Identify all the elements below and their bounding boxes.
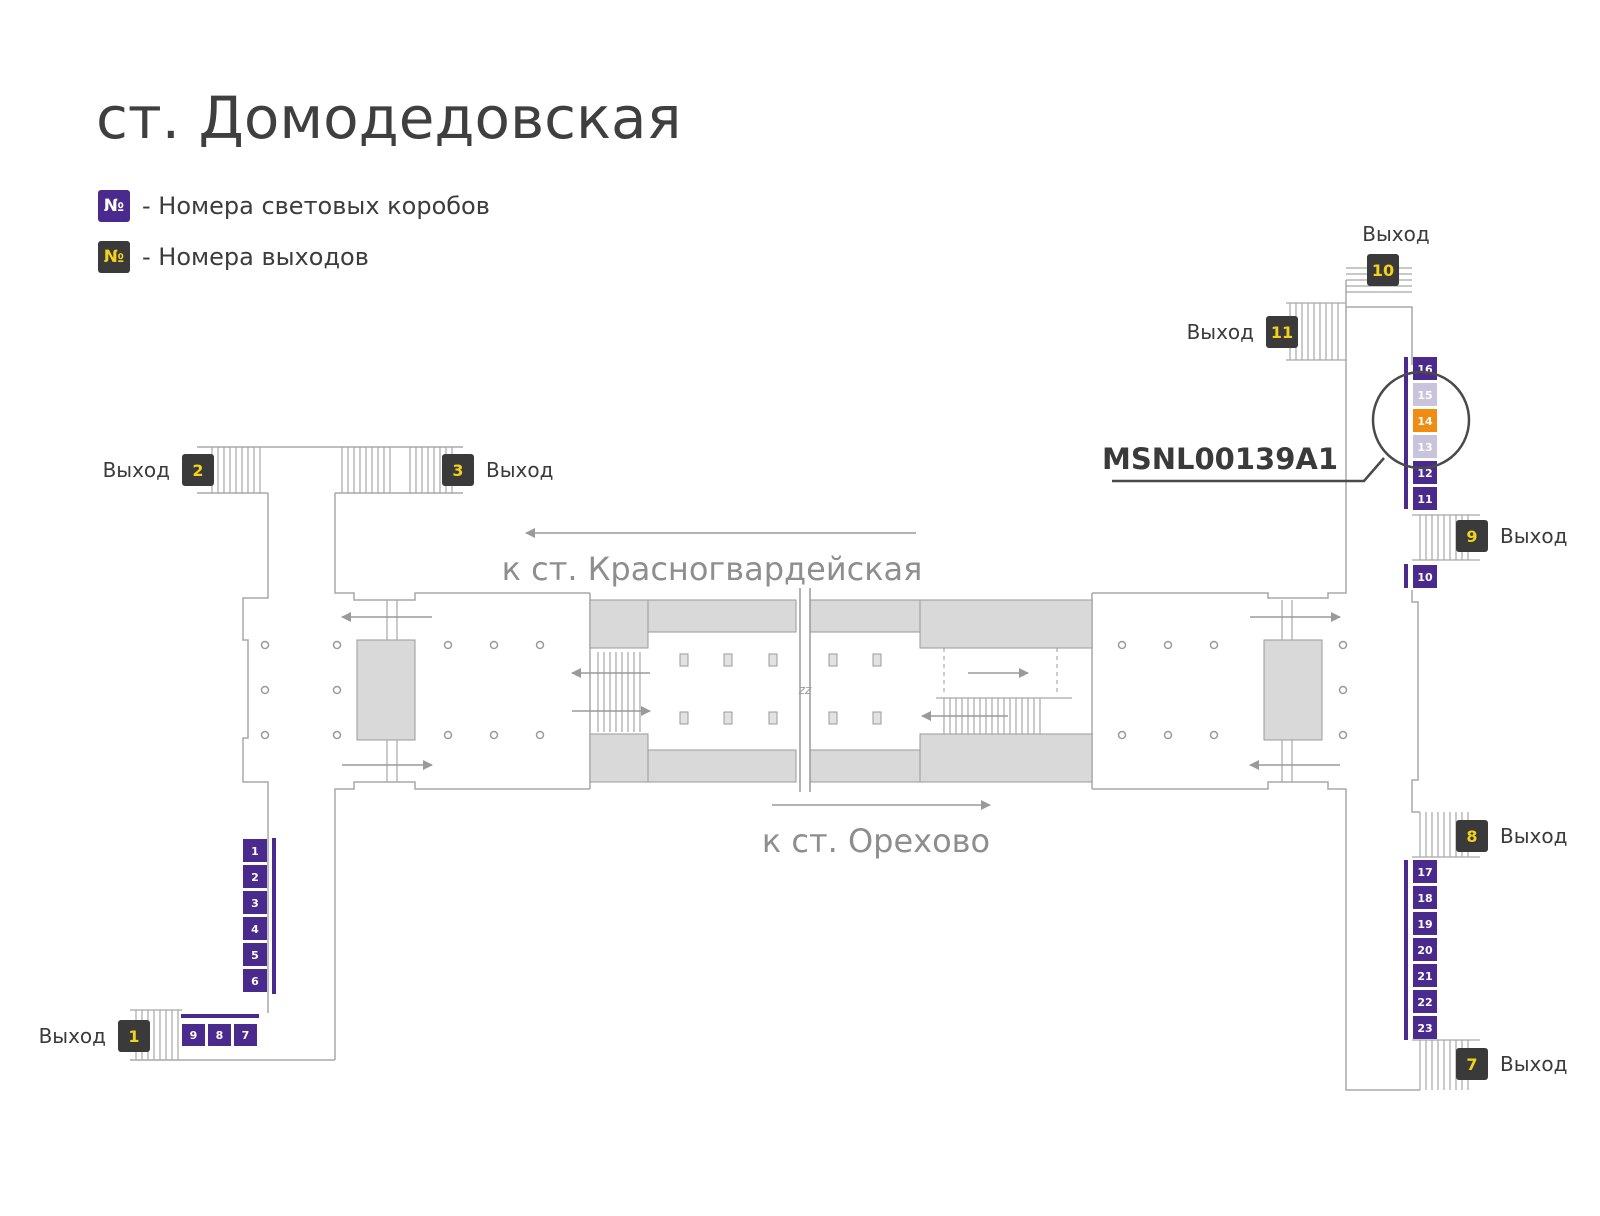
exit-number-badge: № [98,241,130,273]
exit-7-number: 7 [1466,1055,1477,1074]
lightbox-3[interactable]: 3 [243,891,267,914]
lightbox-21[interactable]: 21 [1413,964,1437,987]
legend-lightboxes-text: - Номера световых коробов [142,192,490,220]
lightbox-18[interactable]: 18 [1413,886,1437,909]
exit-11: 11 Выход [1187,316,1298,348]
svg-text:4: 4 [251,923,259,936]
exit-7: 7 Выход [1456,1048,1567,1080]
svg-text:14: 14 [1417,415,1433,428]
lightbox-group-right-top: 16 15 14 13 12 11 [1404,357,1437,510]
lightbox-8[interactable]: 8 [208,1024,231,1046]
legend-lightboxes: № - Номера световых коробов [98,190,490,222]
lightbox-16[interactable]: 16 [1413,357,1437,380]
direction-label-bottom: к ст. Орехово [762,822,990,860]
exit-8-number: 8 [1466,827,1477,846]
svg-text:9: 9 [190,1029,198,1042]
exit-1: 1 Выход [39,1020,150,1052]
callout-leader-line [1112,457,1385,483]
exit-10-number: 10 [1372,261,1394,280]
svg-text:21: 21 [1417,970,1432,983]
selected-lightbox-callout: MSNL00139A1 [1102,370,1471,483]
hall-pillars [260,640,1348,740]
svg-text:18: 18 [1417,892,1432,905]
platform-blocks [356,599,1323,783]
lightbox-14-highlighted[interactable]: 14 [1413,409,1437,432]
svg-text:12: 12 [1417,467,1432,480]
legend-exits-text: - Номера выходов [142,243,369,271]
exit-11-number: 11 [1271,323,1293,342]
exit-9: 9 Выход [1456,520,1567,552]
svg-text:1: 1 [251,845,259,858]
svg-text:8: 8 [216,1029,224,1042]
svg-text:20: 20 [1417,944,1433,957]
lightbox-15[interactable]: 15 [1413,383,1437,406]
lightbox-group-left-column: 1 2 3 4 5 6 [243,838,276,994]
svg-text:13: 13 [1417,441,1432,454]
exit-3-label: Выход [486,458,553,482]
station-walls [130,280,1420,1091]
exit-10: 10 Выход [1362,222,1430,286]
svg-text:6: 6 [251,975,259,988]
lightbox-4[interactable]: 4 [243,917,267,940]
track-divider [799,588,811,792]
track-marker: zz [798,683,812,697]
svg-text:23: 23 [1417,1022,1432,1035]
lightbox-23[interactable]: 23 [1413,1016,1437,1039]
exit-10-label: Выход [1362,222,1429,246]
lightbox-10[interactable]: 10 [1404,564,1437,588]
exit-3-number: 3 [452,461,463,480]
svg-text:5: 5 [251,949,259,962]
exit-2-label: Выход [103,458,170,482]
lightbox-group-right-bottom: 17 18 19 20 21 22 23 [1404,860,1437,1040]
lightbox-19[interactable]: 19 [1413,912,1437,935]
lightbox-22[interactable]: 22 [1413,990,1437,1013]
lightbox-5[interactable]: 5 [243,943,267,966]
lightbox-9[interactable]: 9 [182,1024,205,1046]
selected-code-label: MSNL00139A1 [1102,442,1338,476]
svg-text:22: 22 [1417,996,1432,1009]
svg-text:2: 2 [251,871,259,884]
lightbox-20[interactable]: 20 [1413,938,1437,961]
svg-text:19: 19 [1417,918,1432,931]
exit-1-number: 1 [128,1027,139,1046]
svg-text:17: 17 [1417,866,1432,879]
platform-columns [679,653,882,725]
lightbox-2[interactable]: 2 [243,865,267,888]
svg-text:7: 7 [242,1029,250,1042]
lightbox-7[interactable]: 7 [234,1024,257,1046]
page-title: ст. Домодедовская [96,84,682,152]
exit-8-label: Выход [1500,824,1567,848]
exit-8: 8 Выход [1456,820,1567,852]
lightbox-11[interactable]: 11 [1413,487,1437,510]
lightbox-17[interactable]: 17 [1413,860,1437,883]
svg-text:10: 10 [1417,571,1433,584]
lightbox-13[interactable]: 13 [1413,435,1437,458]
exit-9-label: Выход [1500,524,1567,548]
legend-exits: № - Номера выходов [98,241,369,273]
direction-label-top: к ст. Красногвардейская [502,550,923,588]
svg-text:15: 15 [1417,389,1432,402]
highlight-circle [1371,370,1471,470]
exit-11-label: Выход [1187,320,1254,344]
lightbox-6[interactable]: 6 [243,969,267,992]
exit-3: 3 Выход [442,454,553,486]
exit-9-number: 9 [1466,527,1477,546]
dashed-guides [943,648,1058,695]
direction-arrows [341,528,1341,810]
exit-2: 2 Выход [103,454,214,486]
exit-2-number: 2 [192,461,203,480]
lightbox-group-left-row: 9 8 7 [181,1014,259,1046]
lightbox-12[interactable]: 12 [1413,461,1437,484]
exit-1-label: Выход [39,1024,106,1048]
svg-text:11: 11 [1417,493,1432,506]
svg-text:3: 3 [251,897,259,910]
lightbox-1[interactable]: 1 [243,839,267,862]
exit-7-label: Выход [1500,1052,1567,1076]
lightbox-number-badge: № [98,190,130,222]
